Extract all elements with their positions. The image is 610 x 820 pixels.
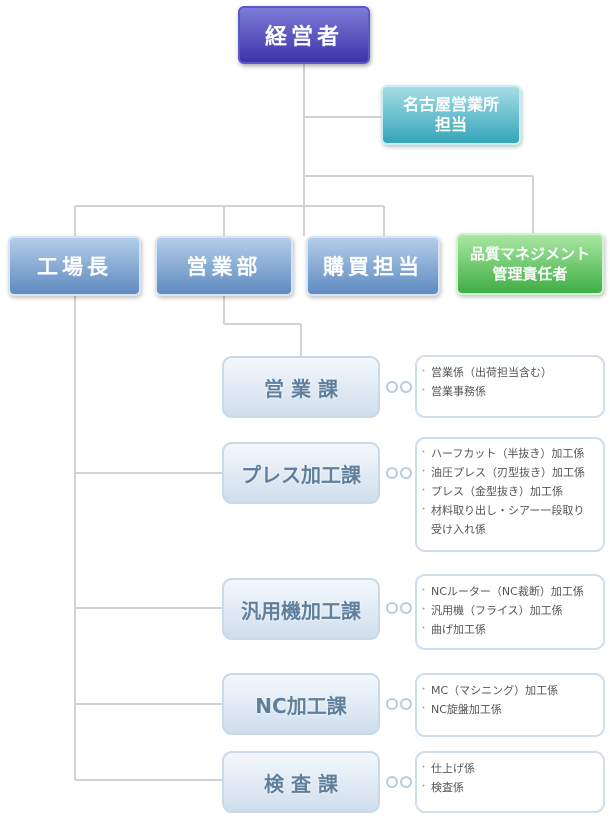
connector-dots — [386, 698, 414, 710]
connector-dots — [386, 602, 414, 614]
section-sales-label: 営 業 課 — [264, 376, 338, 401]
nagoya-office-box: 名古屋営業所 担当 — [381, 85, 521, 145]
section-inspection-label: 検 査 課 — [264, 771, 338, 796]
section-nc-machining-label: NC加工課 — [255, 693, 347, 718]
list-item: 営業係（出荷担当含む） — [419, 363, 597, 382]
section-general-machining-label: 汎用機加工課 — [241, 598, 361, 623]
list-item: 油圧プレス（刃型抜き）加工係 — [419, 463, 597, 482]
press-detail-box: ハーフカット（半抜き）加工係 油圧プレス（刃型抜き）加工係 プレス（金型抜き）加… — [415, 437, 605, 552]
section-sales: 営 業 課 — [222, 356, 380, 418]
factory-manager-box: 工場長 — [8, 236, 141, 296]
purchasing-box: 購買担当 — [306, 236, 440, 296]
nagoya-office-line1: 名古屋営業所 — [402, 95, 499, 114]
list-item: プレス（金型抜き）加工係 — [419, 482, 597, 501]
quality-management-line1: 品質マネジメント — [469, 245, 590, 263]
section-nc-machining: NC加工課 — [222, 673, 380, 735]
quality-management-box: 品質マネジメント 管理責任者 — [456, 233, 604, 295]
nagoya-office-line2: 担当 — [434, 115, 467, 134]
list-item: 仕上げ係 — [419, 759, 597, 778]
factory-manager-label: 工場長 — [37, 255, 112, 279]
list-item: 汎用機（フライス）加工係 — [419, 601, 597, 620]
list-item: 曲げ加工係 — [419, 620, 597, 639]
section-press: プレス加工課 — [222, 442, 380, 504]
sales-dept-label: 営業部 — [186, 255, 262, 279]
list-item: 営業事務係 — [419, 382, 597, 401]
sales-dept-box: 営業部 — [155, 236, 293, 296]
purchasing-label: 購買担当 — [323, 255, 423, 279]
section-press-label: プレス加工課 — [241, 462, 361, 487]
executive-box: 経営者 — [238, 6, 370, 64]
list-item: ハーフカット（半抜き）加工係 — [419, 444, 597, 463]
nc-machining-detail-box: MC（マシニング）加工係 NC旋盤加工係 — [415, 673, 605, 737]
connector-dots — [386, 467, 414, 479]
list-item: NCルーター（NC裁断）加工係 — [419, 582, 597, 601]
sales-detail-box: 営業係（出荷担当含む） 営業事務係 — [415, 355, 605, 418]
list-item: MC（マシニング）加工係 — [419, 681, 597, 700]
connector-dots — [386, 381, 414, 393]
connector-dots — [386, 776, 414, 788]
executive-label: 経営者 — [264, 25, 343, 50]
list-item: 受け入れ係 — [431, 523, 486, 536]
section-inspection: 検 査 課 — [222, 751, 380, 813]
general-machining-detail-box: NCルーター（NC裁断）加工係 汎用機（フライス）加工係 曲げ加工係 — [415, 574, 605, 650]
list-item: NC旋盤加工係 — [419, 700, 597, 719]
section-general-machining: 汎用機加工課 — [222, 578, 380, 640]
inspection-detail-box: 仕上げ係 検査係 — [415, 751, 605, 813]
list-item: 検査係 — [419, 778, 597, 797]
list-item: 材料取り出し・シアー一段取り — [419, 501, 597, 520]
quality-management-line2: 管理責任者 — [492, 265, 568, 283]
